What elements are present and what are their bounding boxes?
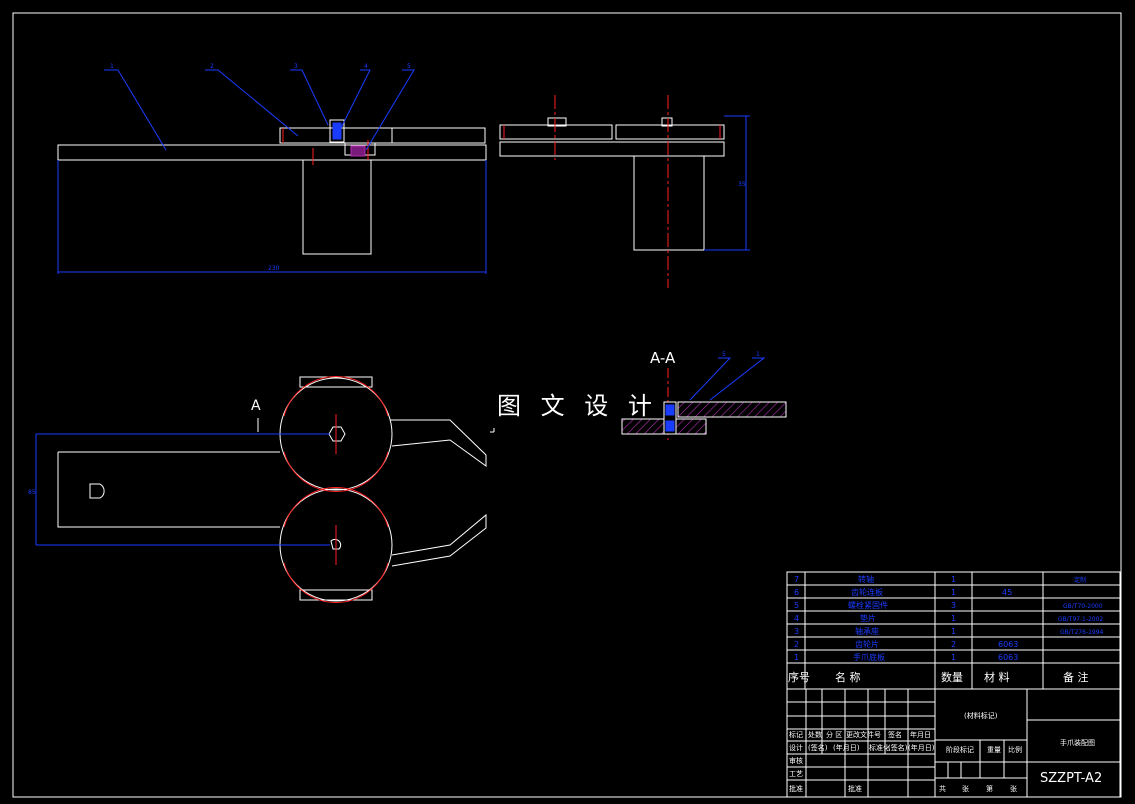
svg-text:分 区: 分 区 (826, 730, 842, 739)
bom-row: 7 转轴 1 定制 (794, 574, 1086, 584)
side-view (499, 95, 750, 288)
svg-text:1: 1 (951, 614, 956, 623)
svg-text:名 称: 名 称 (835, 670, 861, 684)
plan-view (35, 376, 495, 603)
svg-text:(签名): (签名) (808, 743, 828, 752)
svg-text:定制: 定制 (1074, 576, 1086, 584)
bom-table (786, 571, 1121, 690)
bom-header: 序号 名 称 数量 材 料 备 注 (788, 670, 1089, 684)
svg-text:(年月日): (年月日) (908, 743, 935, 752)
svg-text:转轴: 转轴 (858, 574, 874, 584)
bom-row: 5 螺栓紧固件 3 GB/T70-2000 (794, 600, 1103, 610)
title-block (786, 688, 1121, 798)
bom-row: 1 手爪底板 1 6063 (794, 652, 1018, 662)
svg-text:GB/T70-2000: GB/T70-2000 (1063, 603, 1103, 610)
drawing-border (12, 12, 1122, 798)
svg-text:齿轮连板: 齿轮连板 (851, 587, 883, 597)
section-label: A-A (650, 349, 676, 367)
svg-text:5: 5 (722, 351, 726, 358)
svg-text:标记: 标记 (789, 730, 803, 739)
svg-text:2: 2 (951, 640, 956, 649)
dim-overall-length: 230 (268, 265, 280, 272)
svg-text:5: 5 (794, 601, 799, 610)
svg-text:1: 1 (951, 575, 956, 584)
svg-text:6: 6 (794, 588, 799, 597)
svg-text:4: 4 (794, 614, 799, 623)
svg-text:签名: 签名 (888, 730, 902, 739)
svg-text:螺栓紧固件: 螺栓紧固件 (848, 600, 888, 610)
svg-text:处数: 处数 (808, 730, 822, 739)
svg-text:5: 5 (407, 63, 411, 70)
leader-lines (104, 69, 415, 151)
svg-text:阶段标记: 阶段标记 (946, 745, 974, 754)
svg-text:6063: 6063 (998, 653, 1018, 662)
bom-row: 2 齿轮片 2 6063 (794, 639, 1018, 649)
svg-text:齿轮片: 齿轮片 (855, 639, 879, 649)
svg-text:材 料: 材 料 (984, 670, 1010, 684)
view-label-a: A (251, 398, 261, 414)
svg-text:共: 共 (939, 784, 946, 793)
section-view (621, 357, 787, 440)
svg-text:SZZPT-A2: SZZPT-A2 (1040, 771, 1102, 786)
svg-text:标准化: 标准化 (869, 743, 890, 752)
svg-text:45: 45 (1002, 588, 1012, 597)
svg-text:审核: 审核 (789, 756, 803, 765)
svg-text:4: 4 (364, 63, 368, 70)
watermark-text: 图 文 设 计 (497, 392, 658, 420)
balloon-labels: 1 2 3 4 5 (110, 63, 411, 70)
svg-text:批准: 批准 (789, 784, 803, 793)
svg-text:3: 3 (951, 601, 956, 610)
svg-text:批准: 批准 (848, 784, 862, 793)
svg-text:轴承座: 轴承座 (855, 626, 879, 636)
svg-text:1: 1 (951, 627, 956, 636)
section-balloons: 5 1 (722, 351, 760, 358)
bom-rows: 7 转轴 1 定制 6 齿轮连板 1 45 5 螺栓紧固件 3 GB/T70-2… (788, 574, 1104, 684)
svg-text:3: 3 (794, 627, 799, 636)
svg-text:第: 第 (986, 784, 993, 793)
dim-height-right: 35 (738, 181, 746, 188)
svg-text:更改文件号: 更改文件号 (846, 730, 881, 739)
svg-text:手爪装配图: 手爪装配图 (1060, 738, 1095, 747)
svg-text:1: 1 (794, 653, 799, 662)
svg-text:(签名): (签名) (888, 743, 908, 752)
dim-plan-width: 85 (28, 489, 36, 496)
svg-text:2: 2 (210, 63, 214, 70)
svg-text:7: 7 (794, 575, 799, 584)
svg-text:序号: 序号 (788, 670, 810, 684)
bom-row: 3 轴承座 1 GB/T276-1994 (794, 626, 1104, 636)
svg-text:比例: 比例 (1008, 745, 1022, 754)
svg-text:垫片: 垫片 (860, 613, 876, 623)
title-block-text: (材料标记) 手爪装配图 SZZPT-A2 标记 处数 分 区 更改文件号 签名… (789, 711, 1102, 793)
svg-text:数量: 数量 (941, 671, 963, 684)
svg-text:张: 张 (962, 784, 969, 793)
svg-text:(年月日): (年月日) (833, 743, 860, 752)
svg-text:手爪底板: 手爪底板 (853, 652, 885, 662)
svg-text:3: 3 (294, 63, 298, 70)
svg-text:6063: 6063 (998, 640, 1018, 649)
svg-text:设计: 设计 (789, 743, 803, 752)
svg-text:2: 2 (794, 640, 799, 649)
svg-text:张: 张 (1010, 784, 1017, 793)
bom-row: 6 齿轮连板 1 45 (794, 587, 1012, 597)
front-view (57, 119, 487, 274)
svg-text:年月日: 年月日 (910, 730, 931, 739)
svg-text:备 注: 备 注 (1063, 670, 1089, 684)
svg-text:1: 1 (951, 653, 956, 662)
svg-text:GB/T276-1994: GB/T276-1994 (1060, 629, 1104, 636)
svg-text:工艺: 工艺 (789, 770, 803, 778)
svg-text:1: 1 (110, 63, 114, 70)
svg-text:重量: 重量 (987, 746, 1001, 754)
svg-text:1: 1 (951, 588, 956, 597)
bom-row: 4 垫片 1 GB/T97.1-2002 (794, 613, 1103, 623)
svg-text:(材料标记): (材料标记) (964, 711, 998, 720)
svg-text:1: 1 (756, 351, 760, 358)
svg-text:GB/T97.1-2002: GB/T97.1-2002 (1058, 616, 1103, 623)
